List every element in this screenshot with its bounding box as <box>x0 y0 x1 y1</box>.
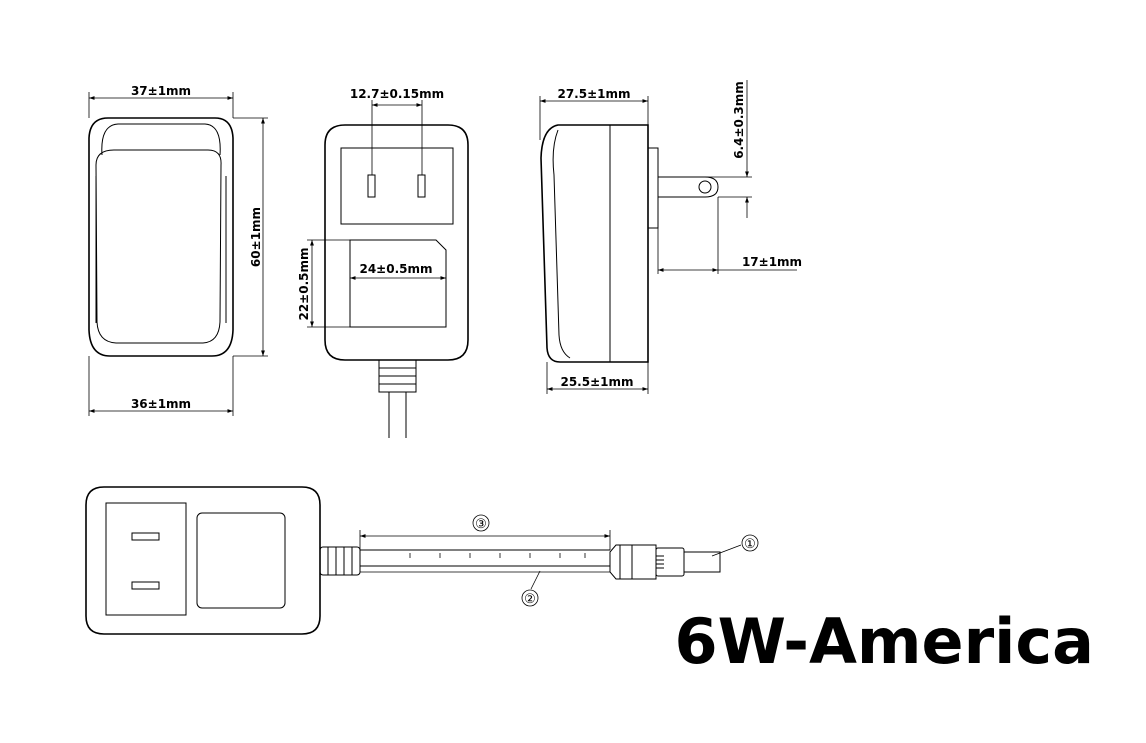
back-view: 24±0.5mm 22±0.5mm 12.7±0.15mm <box>297 87 469 438</box>
front-height-label: 60±1mm <box>249 207 263 267</box>
top-view-assembly: ③ ② ① <box>85 486 759 635</box>
top-label-area <box>196 512 286 609</box>
front-view: 37±1mm 36±1mm 60±1mm <box>88 84 268 416</box>
side-view: 27.5±1mm 25.5±1mm 17±1mm 6.4±0.3mm <box>539 80 802 394</box>
callout-circle-2 <box>521 589 539 607</box>
pin-spacing-label: 12.7±0.15mm <box>350 87 444 101</box>
label-height-label: 22±0.5mm <box>297 247 311 320</box>
top-pin-slot-lower <box>131 581 160 590</box>
front-width-bottom-label: 36±1mm <box>131 397 191 411</box>
plug-pin <box>658 176 719 198</box>
strain-relief-left <box>319 546 361 576</box>
plug-base <box>647 147 659 229</box>
top-pin-slot-upper <box>131 532 160 541</box>
callout-circle-3 <box>472 514 490 532</box>
front-width-top-label: 37±1mm <box>131 84 191 98</box>
pin-offset-label: 6.4±0.3mm <box>732 81 746 159</box>
pin-length-label: 17±1mm <box>742 255 802 269</box>
callout-dc-plug: ① <box>744 537 756 552</box>
label-width-label: 24±0.5mm <box>359 262 432 276</box>
label-area <box>349 239 447 328</box>
side-depth-bottom-label: 25.5±1mm <box>560 375 633 389</box>
callout-circle-1 <box>741 534 759 552</box>
plug-face <box>340 147 454 225</box>
dc-plug <box>609 544 721 580</box>
cable <box>360 549 610 573</box>
callout-cable: ② <box>524 592 536 607</box>
pin-hole <box>698 180 712 194</box>
strain-relief <box>378 360 417 393</box>
top-plug-face <box>105 502 187 616</box>
callout-leader-1 <box>711 544 742 557</box>
pin-slot-right <box>417 174 426 198</box>
callout-leader-2 <box>530 570 541 590</box>
pin-slot-left <box>367 174 376 198</box>
callout-cable-length: ③ <box>475 517 487 532</box>
side-depth-top-label: 27.5±1mm <box>557 87 630 101</box>
model-title: 6W-America <box>674 605 1094 678</box>
